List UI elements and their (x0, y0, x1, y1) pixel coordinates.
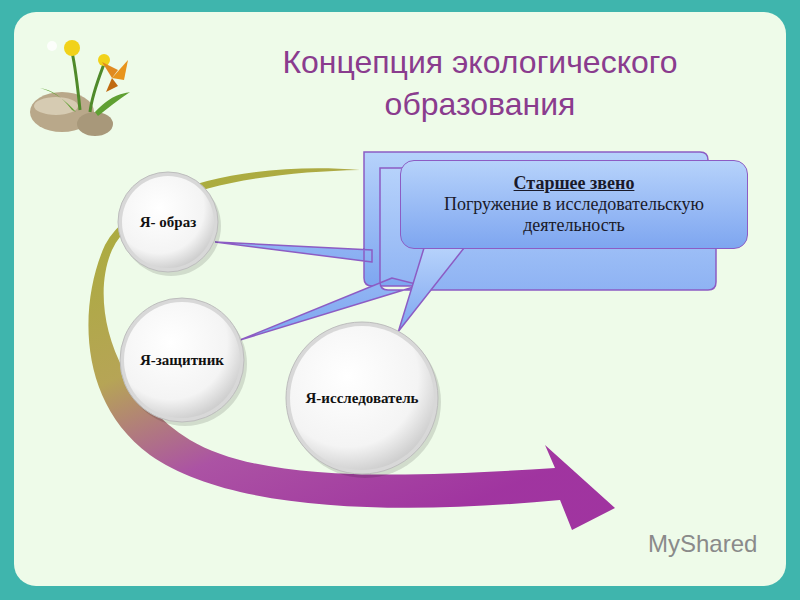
flower-illustration (30, 40, 130, 136)
watermark: MyShared (648, 530, 757, 558)
concept-circle: Я-исследователь (282, 318, 442, 478)
callout-tail (398, 248, 464, 331)
speech-callout: Старшее звеноПогружение в исследовательс… (400, 160, 748, 249)
concept-circle: Я-защитник (116, 294, 248, 426)
slide-panel (14, 12, 786, 586)
callout-heading: Старшее звено (415, 173, 733, 194)
callout-body: Погружение в исследовательскую деятельно… (415, 194, 733, 236)
circle-label: Я-исследователь (306, 390, 419, 407)
slide-title: Концепция экологического образования (220, 42, 740, 125)
concept-circle: Я- образ (114, 168, 222, 276)
circle-label: Я-защитник (140, 352, 224, 369)
circle-label: Я- образ (140, 214, 196, 231)
